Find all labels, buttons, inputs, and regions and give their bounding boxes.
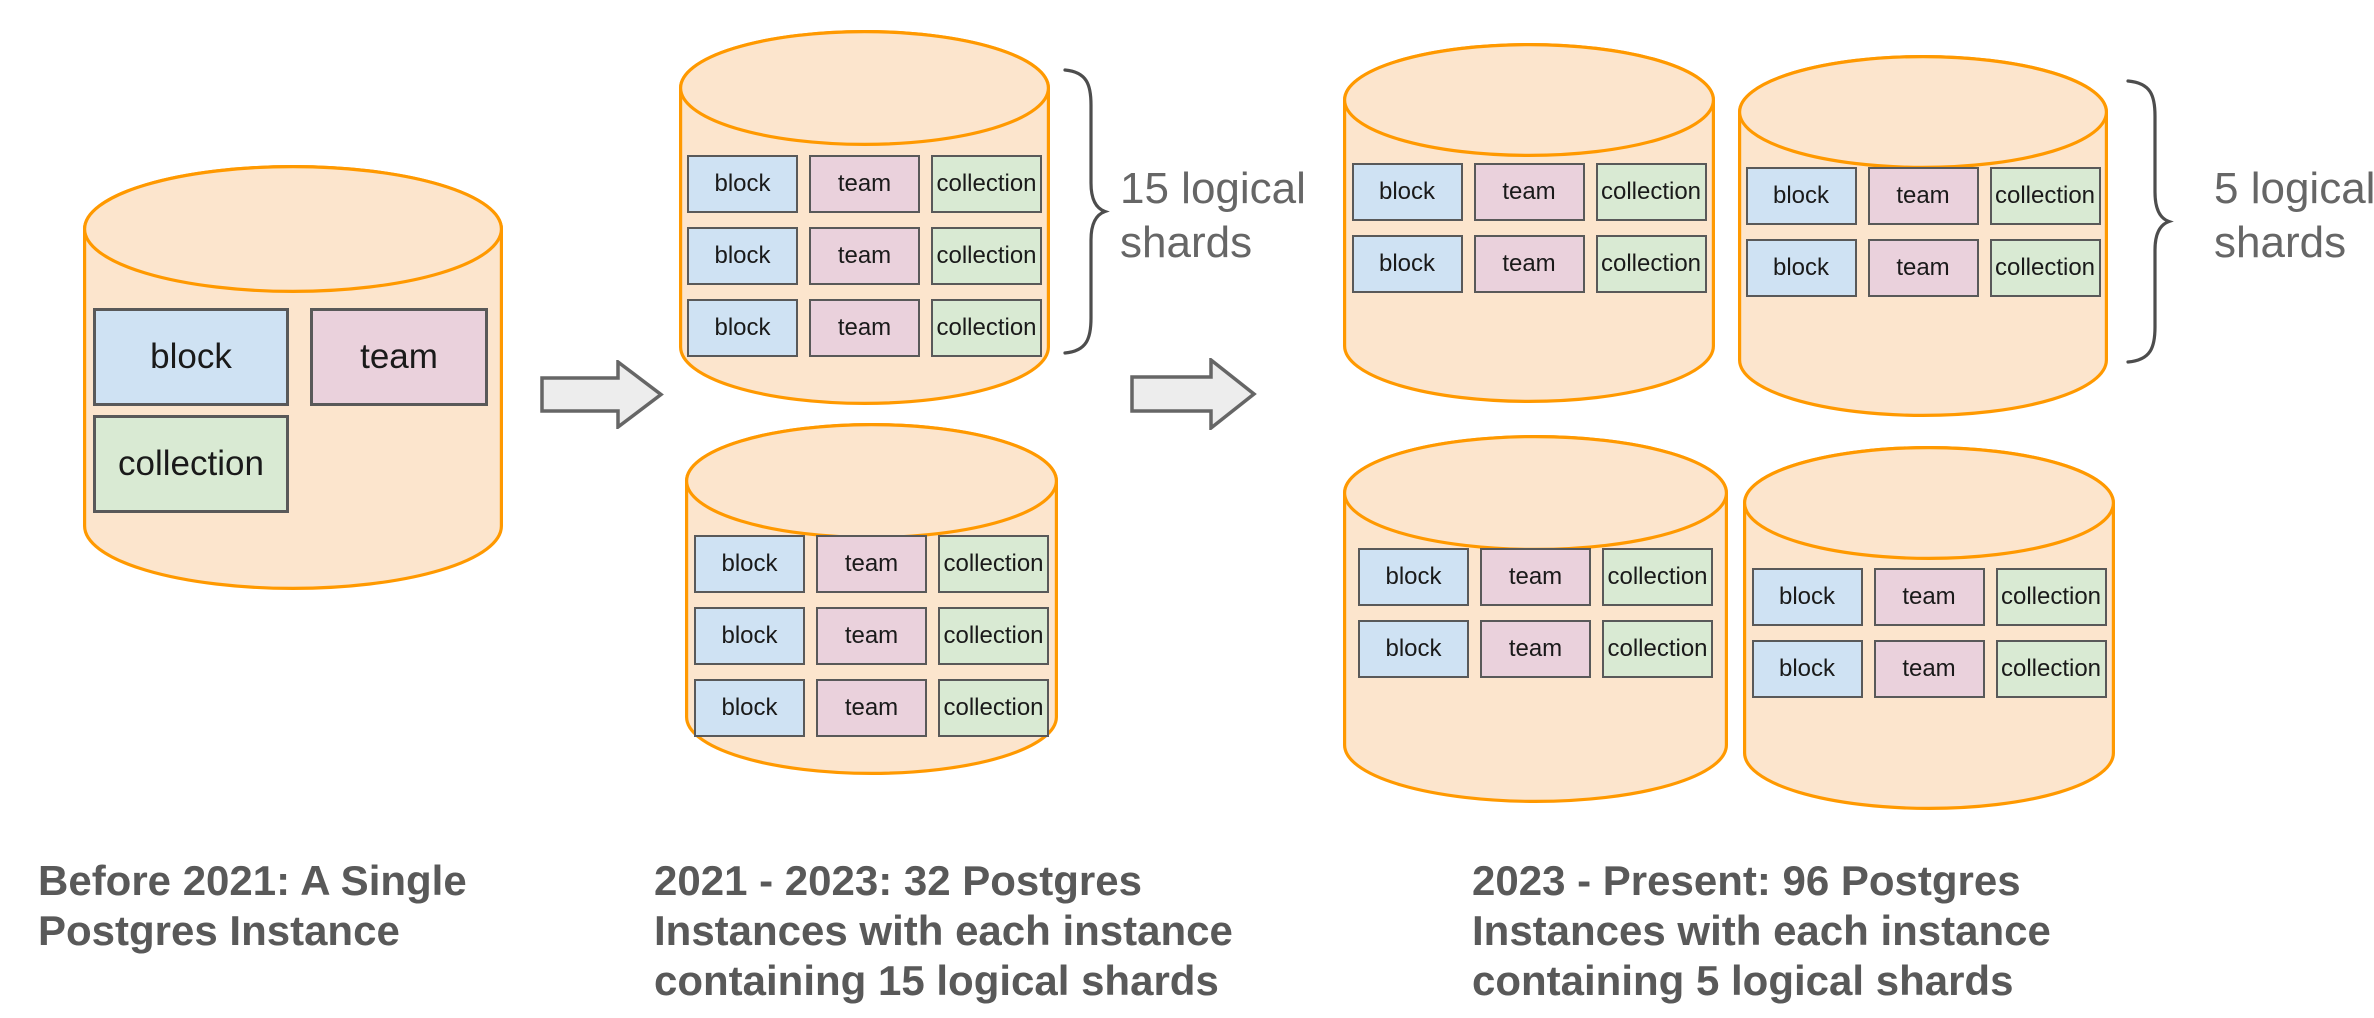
label-line: 5 logical [2214, 164, 2374, 213]
shard-table-box-team: team [1473, 163, 1585, 221]
arrow-right-icon [540, 358, 664, 431]
shard-table-box-block: block [1745, 167, 1857, 225]
database-cylinder-icon [1343, 42, 1715, 403]
shard-table-box-block: block [1351, 235, 1463, 293]
shard-table-box-team: team [1867, 239, 1979, 297]
shard-table-box-team: team [816, 607, 927, 665]
label-line: shards [1120, 218, 1253, 267]
caption-line: Instances with each instance [1472, 907, 2051, 954]
shard-table-box-block: block [694, 607, 805, 665]
shard-table-box-team: team [1473, 235, 1585, 293]
shard-table-box-collection: collection [938, 679, 1049, 737]
shard-table-box-team: team [1480, 548, 1591, 606]
shard-table-box-collection: collection [1995, 568, 2107, 626]
shard-table-box-collection: collection [938, 535, 1049, 593]
shard-table-box-team: team [1873, 568, 1985, 626]
shard-table-box-block: block [1358, 620, 1469, 678]
database-cylinder-icon [1743, 445, 2115, 810]
stage-caption-2021-2023: 2021 - 2023: 32 Postgres Instances with … [654, 856, 1233, 1006]
arrow-right-icon [1130, 356, 1257, 432]
shard-table-box-block: block [687, 299, 798, 357]
shard-table-box-block: block [694, 679, 805, 737]
caption-line: containing 15 logical shards [654, 957, 1219, 1004]
shard-table-box-collection: collection [938, 607, 1049, 665]
shard-table-box-team: team [816, 535, 927, 593]
shard-table-box-block: block [1751, 568, 1863, 626]
shard-table-box-block: block [694, 535, 805, 593]
caption-line: Instances with each instance [654, 907, 1233, 954]
caption-line: 2021 - 2023: 32 Postgres [654, 857, 1142, 904]
shard-table-box-collection: collection [931, 299, 1042, 357]
shard-table-box-block: block [1745, 239, 1857, 297]
shard-table-box-collection: collection [1602, 548, 1713, 606]
shard-table-box-team: team [816, 679, 927, 737]
label-line: 15 logical [1120, 164, 1306, 213]
label-line: shards [2214, 218, 2347, 267]
shard-table-box-collection: collection [931, 227, 1042, 285]
curly-brace-icon [2125, 78, 2174, 365]
shard-table-box-team: team [1873, 640, 1985, 698]
caption-line: Before 2021: A Single [38, 857, 467, 904]
shard-table-box-team: team [1480, 620, 1591, 678]
cylinder-single-postgres-instance: block team collection [83, 164, 503, 590]
shard-table-box-block: block [687, 155, 798, 213]
table-box-team: team [310, 308, 488, 406]
caption-line: containing 5 logical shards [1472, 957, 2014, 1004]
caption-line: Postgres Instance [38, 907, 400, 954]
shard-table-box-team: team [809, 155, 920, 213]
shard-table-box-collection: collection [1595, 163, 1707, 221]
table-box-block: block [93, 308, 289, 406]
shard-table-box-block: block [1751, 640, 1863, 698]
logical-shards-label-5: 5 logical shards [2214, 162, 2374, 270]
shard-table-box-collection: collection [1989, 167, 2101, 225]
shard-table-box-block: block [1358, 548, 1469, 606]
shard-table-box-block: block [687, 227, 798, 285]
caption-line: 2023 - Present: 96 Postgres [1472, 857, 2021, 904]
logical-shards-label-15: 15 logical shards [1120, 162, 1306, 270]
curly-brace-icon [1062, 67, 1110, 356]
database-cylinder-icon [1738, 54, 2108, 417]
shard-table-box-collection: collection [931, 155, 1042, 213]
shard-table-box-collection: collection [1989, 239, 2101, 297]
shard-table-box-team: team [809, 299, 920, 357]
shard-table-box-block: block [1351, 163, 1463, 221]
table-box-collection: collection [93, 415, 289, 513]
shard-table-box-collection: collection [1602, 620, 1713, 678]
shard-table-box-team: team [809, 227, 920, 285]
stage-caption-before-2021: Before 2021: A Single Postgres Instance [38, 856, 467, 956]
shard-table-box-collection: collection [1995, 640, 2107, 698]
stage-caption-2023-present: 2023 - Present: 96 Postgres Instances wi… [1472, 856, 2051, 1006]
shard-table-box-collection: collection [1595, 235, 1707, 293]
shard-table-box-team: team [1867, 167, 1979, 225]
database-cylinder-icon [1343, 434, 1728, 803]
